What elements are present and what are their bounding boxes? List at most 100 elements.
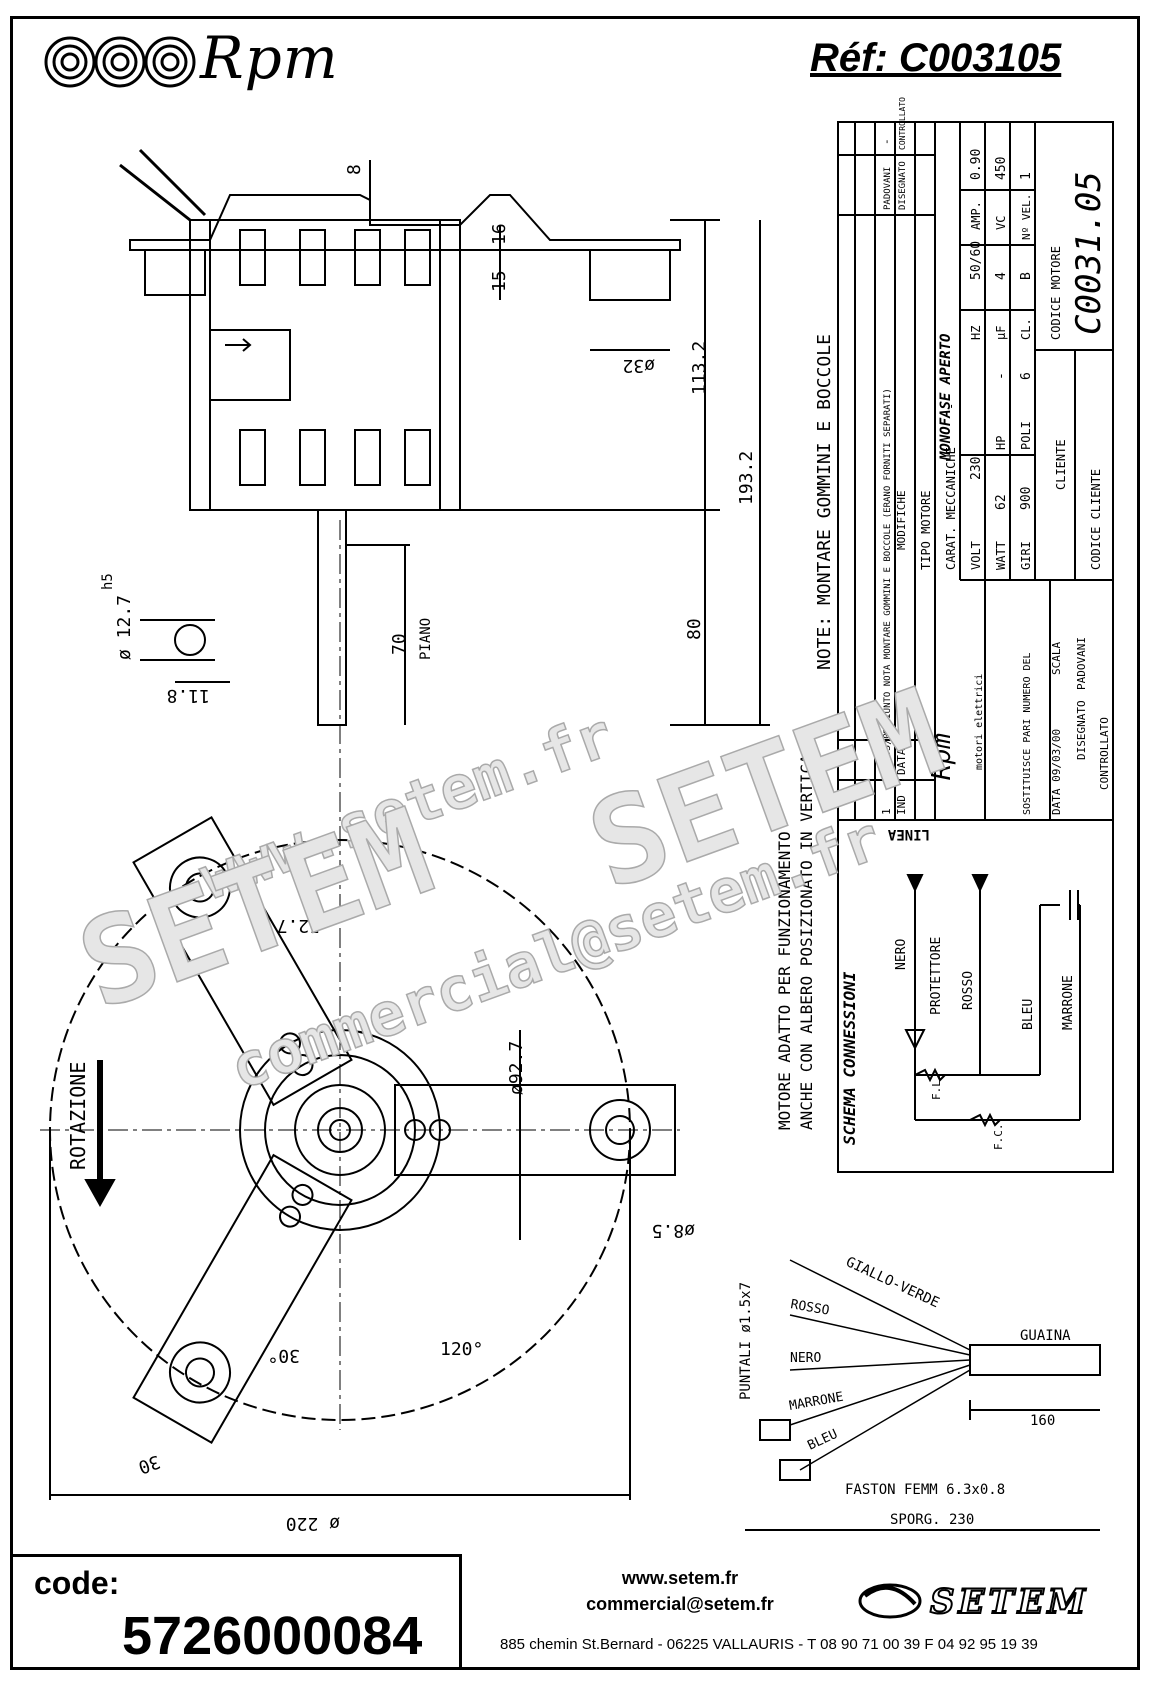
website-link[interactable]: www.setem.fr (621, 1568, 739, 1588)
arm-upper (132, 816, 353, 1107)
code-label: code: (34, 1565, 120, 1601)
sostituisce-label: SOSTITUISCE PARI NUMERO DEL (1022, 652, 1033, 815)
mech-label: CARAT. MECCANICHE (944, 447, 958, 570)
hp-value: - (994, 372, 1009, 380)
dim-15: 15 (489, 270, 510, 292)
fl-label: F.L. (930, 1074, 943, 1101)
drawing-frame (10, 16, 1140, 1670)
reference-code: Réf: C003105 (810, 36, 1062, 80)
dim-92: ø92.7 (506, 1041, 527, 1095)
poli-label: POLI (1019, 421, 1033, 450)
company-address: 885 chemin St.Bernard - 06225 VALLAURIS … (500, 1636, 1038, 1653)
dim-80: 80 (684, 618, 705, 640)
controllato-label: CONTROLLATO (1098, 717, 1111, 790)
rpm-coil-logo (44, 36, 196, 88)
arm-lower (132, 1153, 353, 1444)
cl-label: CL. (1019, 318, 1033, 340)
codice-motore-label: CODICE MOTORE (1049, 246, 1063, 340)
hp-label: HP (994, 436, 1008, 450)
motor-shaft (317, 509, 347, 726)
vel-label: Nº VEL. (1020, 194, 1033, 240)
volt-label: VOLT (969, 541, 983, 570)
poli-value: 6 (1019, 372, 1034, 380)
mount-bracket (129, 194, 681, 251)
uf-value: 4 (994, 272, 1009, 280)
guaina-label: GUAINA (1020, 1328, 1071, 1344)
fc-label: F.C. (992, 1124, 1005, 1151)
rev-changes-header: MODIFICHE (895, 490, 908, 550)
amp-label: AMP. (969, 201, 983, 230)
note-line-1: MOTORE ADATTO PER FUNZIONAMENTO (775, 831, 794, 1130)
shaft-flat: 11.8 (167, 685, 210, 706)
watt-label: WATT (994, 541, 1008, 570)
rev-designed-header: DISEGNATO (898, 161, 908, 210)
wire-giallo-verde: GIALLO-VERDE (843, 1254, 941, 1311)
disegnato-label: DISEGNATO (1075, 700, 1088, 760)
watt-value: 62 (994, 494, 1009, 510)
codice-motore-value: C0031.05 (1069, 171, 1109, 335)
dim-8-5: ø8.5 (652, 1220, 695, 1241)
scala-label: SCALA (1050, 642, 1063, 675)
dim-52: 52.7 (277, 915, 320, 936)
cliente-label: CLIENTE (1054, 439, 1068, 490)
dim-220: ø 220 (286, 1513, 340, 1534)
note-main: NOTE: MONTARE GOMMINI E BOCCOLE (814, 334, 835, 670)
dim-120-deg: 120° (440, 1339, 483, 1360)
dim-30-deg: 30° (267, 1345, 300, 1366)
rev-1-checked: - (880, 138, 893, 145)
puntali-label: PUNTALI ø1.5x7 (738, 1282, 754, 1400)
note-line-2: ANCHE CON ALBERO POSIZIONATO IN VERTICAL… (797, 725, 816, 1130)
dim-160: 160 (1030, 1413, 1055, 1429)
setem-logo-text: SETEM (929, 1581, 1090, 1623)
giri-value: 900 (1019, 487, 1034, 510)
rosso-label: ROSSO (961, 971, 976, 1010)
mech-value: - (944, 403, 958, 410)
volt-value: 230 (969, 457, 984, 480)
rev-1-designed: PADOVANI (883, 167, 893, 210)
bleu-label: BLEU (1021, 999, 1036, 1030)
title-block-brand: Rpm (927, 733, 957, 780)
rev-1-text: AGGIUNTO NOTA MONTARE GOMMINI E BOCCOLE … (883, 388, 893, 735)
amp-value: 0.90 (969, 149, 984, 180)
disegnato-by: PADOVANI (1075, 637, 1088, 690)
dim-30: 30 (135, 1450, 163, 1477)
dim-8: 8 (344, 164, 365, 175)
giri-label: GIRI (1019, 541, 1033, 570)
title-block (837, 121, 1114, 1173)
vel-value: 1 (1019, 172, 1034, 180)
email-link[interactable]: commercial@setem.fr (586, 1594, 774, 1614)
rev-ind-header: IND (895, 795, 908, 815)
dim-193: 193.2 (736, 451, 757, 505)
shaft-section (174, 624, 206, 656)
wire-rosso: ROSSO (789, 1297, 830, 1319)
product-code: 5726000084 (122, 1606, 423, 1666)
rotation-label: ROTAZIONE (66, 1062, 90, 1170)
rev-1-ind: 1 (880, 808, 893, 815)
codice-cliente-label: CODICE CLIENTE (1089, 469, 1103, 570)
protettore-label: PROTETTORE (929, 937, 944, 1015)
data-label: DATA 09/03/00 (1050, 729, 1063, 815)
rev-date-header: DATA (895, 748, 908, 775)
cl-value: B (1019, 272, 1034, 280)
sporg-label: SPORG. 230 (890, 1512, 974, 1528)
rev-checked-header: CONTROLLATO (898, 97, 907, 150)
nero-label: NERO (894, 939, 909, 970)
motor-label-plate (209, 329, 291, 401)
shaft-diameter: ø 12.7 (114, 595, 135, 660)
hz-value: 50/60 (969, 241, 984, 280)
wire-nero: NERO (790, 1351, 821, 1366)
marrone-label: MARRONE (1061, 975, 1076, 1030)
motor-type-label: TIPO MOTORE (919, 491, 933, 570)
dim-32: ø32 (622, 355, 655, 376)
shaft-fit: h5 (100, 573, 116, 590)
code-box: code: 5726000084 (12, 1554, 462, 1670)
vc-label: VC (994, 216, 1008, 230)
title-block-subtitle: motori elettrici (974, 674, 985, 770)
faston-label: FASTON FEMM 6.3x0.8 (845, 1482, 1005, 1498)
setem-watermark: www.setem.fr SETEM SETEM commercial@sete… (62, 662, 960, 1105)
dim-113: 113.2 (689, 341, 710, 395)
schema-title: SCHEMA CONNESSIONI (840, 971, 859, 1145)
piano-label: PIANO (418, 618, 434, 660)
setem-logo-icon (858, 1583, 922, 1619)
